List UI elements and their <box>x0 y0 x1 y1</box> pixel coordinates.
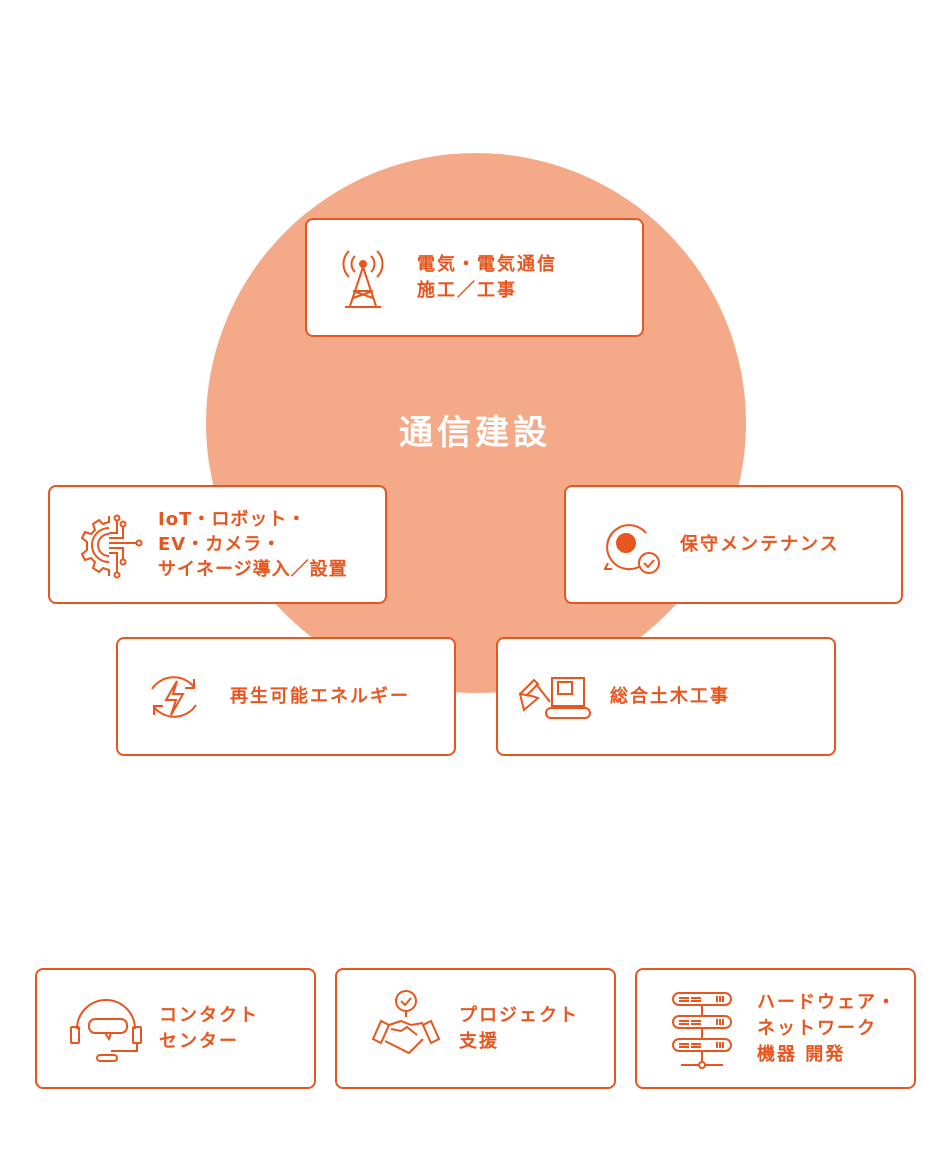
support-card-project[interactable]: プロジェクト 支援 <box>335 968 616 1089</box>
service-label: 再生可能エネルギー <box>230 685 410 707</box>
service-label: IoT・ロボット・ EV・カメラ・ サイネージ導入／設置 <box>158 509 348 580</box>
service-label: 総合土木工事 <box>610 685 730 707</box>
server-rack-icon <box>672 991 732 1069</box>
support-label: コンタクト センター <box>159 1004 259 1052</box>
support-card-hardware[interactable]: ハードウェア・ ネットワーク 機器 開発 <box>635 968 916 1089</box>
handshake-icon <box>371 989 441 1054</box>
renewable-energy-icon <box>151 675 197 718</box>
service-card-iot[interactable]: IoT・ロボット・ EV・カメラ・ サイネージ導入／設置 <box>48 485 387 604</box>
support-label: プロジェクト 支援 <box>459 1004 579 1052</box>
service-card-renewable[interactable]: 再生可能エネルギー <box>116 637 456 756</box>
gear-circuit-icon <box>80 514 143 578</box>
service-card-maintenance[interactable]: 保守メンテナンス <box>564 485 903 604</box>
service-card-electrical[interactable]: 電気・電気通信 施工／工事 <box>305 218 644 337</box>
support-label: ハードウェア・ ネットワーク 機器 開発 <box>757 991 897 1065</box>
headset-icon <box>70 998 142 1062</box>
service-card-civil[interactable]: 総合土木工事 <box>496 637 836 756</box>
center-title: 通信建設 <box>399 413 551 453</box>
antenna-tower-icon <box>342 249 384 308</box>
service-label: 電気・電気通信 施工／工事 <box>417 253 557 301</box>
support-card-contact-center[interactable]: コンタクト センター <box>35 968 316 1089</box>
gear-maintenance-icon <box>603 523 660 574</box>
service-label: 保守メンテナンス <box>680 533 840 555</box>
excavator-icon <box>518 676 591 719</box>
